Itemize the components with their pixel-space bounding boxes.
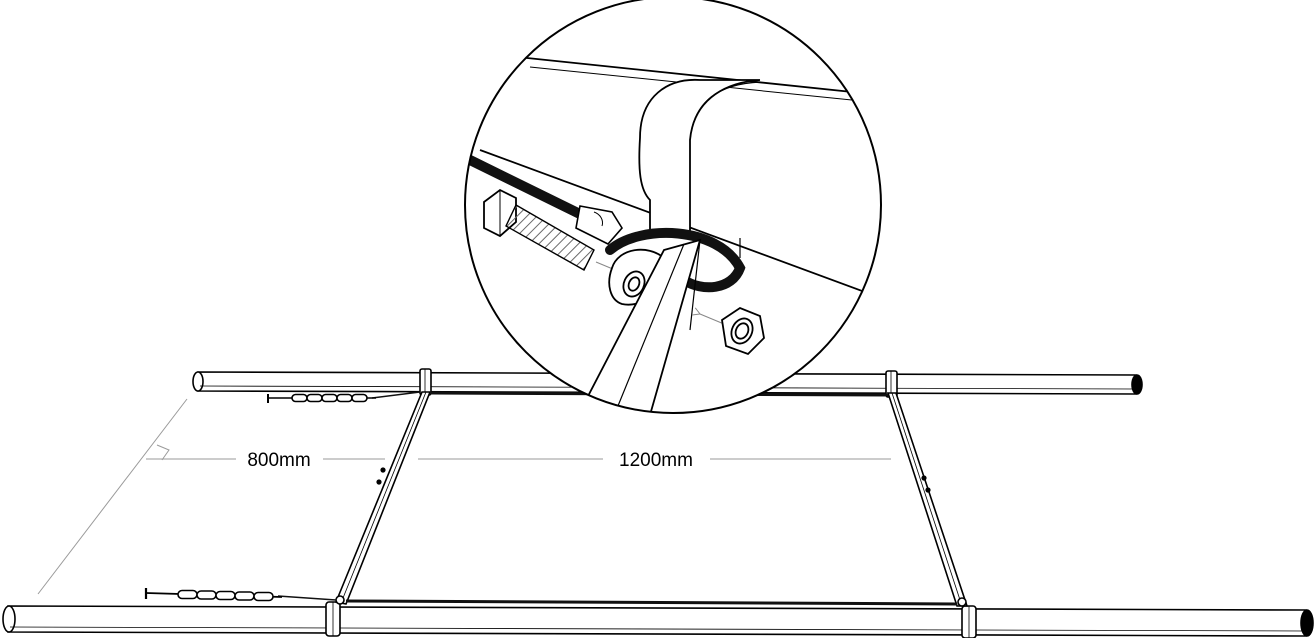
ground-stake-front <box>144 588 283 602</box>
bolt-icon <box>483 188 620 272</box>
dimension-label-1200: 1200mm <box>619 450 693 471</box>
nut-icon <box>700 306 765 356</box>
diagonal-brace-left <box>334 391 432 605</box>
front-tube <box>2 605 1314 637</box>
main-assembly <box>2 368 1314 638</box>
clamp-back-left <box>419 368 432 396</box>
dimension-lines <box>37 398 891 595</box>
dimension-label-800: 800mm <box>247 450 310 471</box>
detail-circle <box>464 0 882 414</box>
ground-cable-detail <box>465 153 746 293</box>
clamp-front-left <box>325 601 341 637</box>
diagonal-brace-right <box>886 392 969 607</box>
ground-stake-back <box>267 393 376 403</box>
detail-clamp-band <box>638 79 761 258</box>
clamp-front-right <box>961 605 977 638</box>
